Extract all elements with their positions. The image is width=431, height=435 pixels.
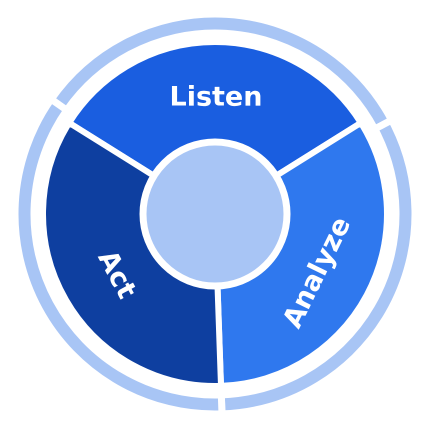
outer-ring-arc [11,94,226,418]
outer-ring [11,10,419,418]
center-circle [139,138,291,290]
cycle-segments [40,39,390,390]
segment-label-listen: Listen [170,82,263,113]
